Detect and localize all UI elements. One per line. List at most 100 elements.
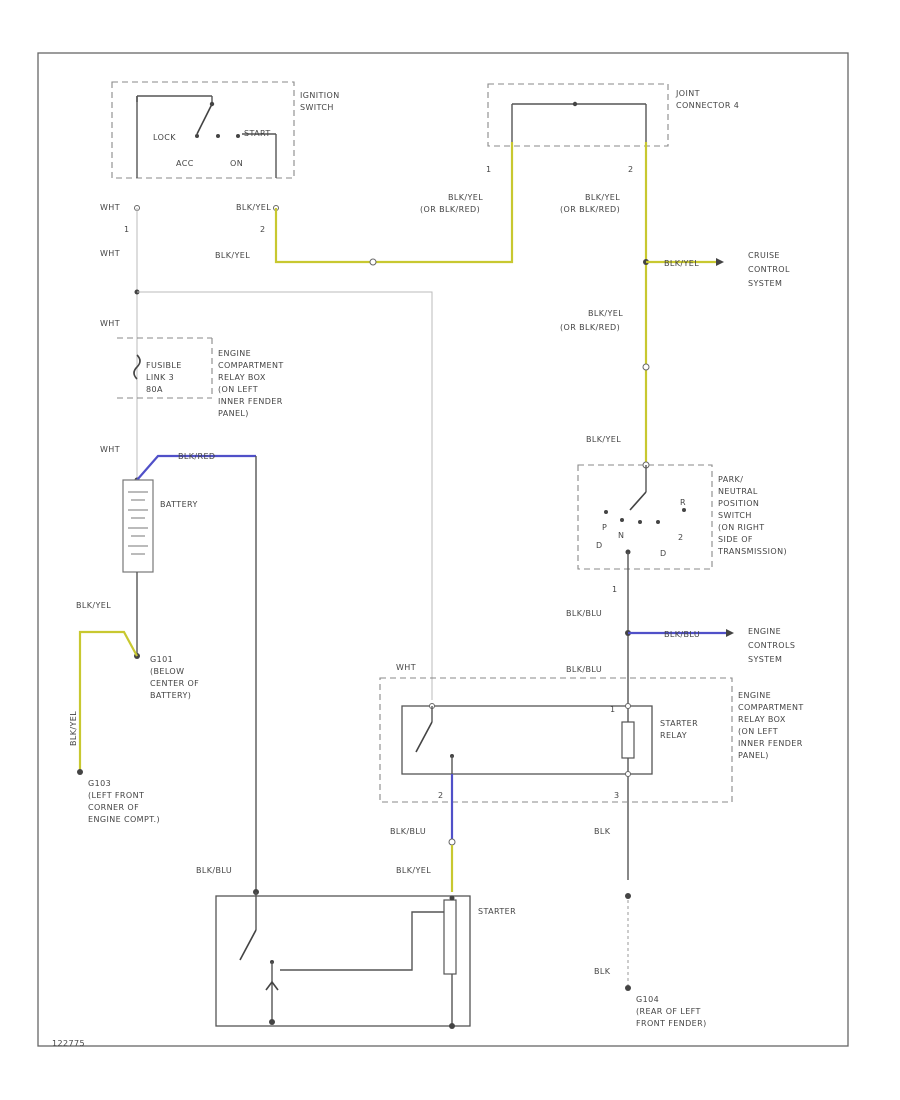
wire-wht-relay [137,291,433,700]
g103-3: CORNER OF [88,803,139,812]
svg-text:RELAY BOX: RELAY BOX [218,373,266,382]
park-neutral-position-switch: P N R D D 2 [577,461,713,570]
ign-on-text: ON [230,159,243,168]
blkyel-mid-b: (OR BLK/RED) [560,323,620,332]
starter-relay: STARTER RELAY 1 [401,703,698,777]
blkyel-pn: BLK/YEL [586,435,621,444]
svg-text:N: N [618,531,624,540]
blkblu-ec: BLK/BLU [664,630,700,639]
pn-pin1: 1 [612,585,618,594]
ig-pin2: 2 [260,225,266,234]
engine-compartment-relay-box: ENGINE COMPARTMENT RELAY BOX (ON LEFT IN… [379,677,804,803]
wire-blkyel-ign-jc [274,142,514,264]
ignition-switch: LOCK START ACC ON IGNITION SWITCH [111,81,340,179]
svg-text:POSITION: POSITION [718,499,759,508]
ign-acc-text: ACC [176,159,194,168]
relay-box-top-label: ENGINE COMPARTMENT RELAY BOX (ON LEFT IN… [218,349,284,418]
starter-relay-2: RELAY [660,731,687,740]
blkblu-starter-in: BLK/BLU [390,827,426,836]
svg-text:NEUTRAL: NEUTRAL [718,487,758,496]
g103-4: ENGINE COMPT.) [88,815,160,824]
ign-start-text: START [244,129,271,138]
ig-blkyel-pin: BLK/YEL [236,203,271,212]
svg-text:(ON LEFT: (ON LEFT [738,727,778,736]
fl-2: LINK 3 [146,373,174,382]
g104-3: FRONT FENDER) [636,1019,707,1028]
fl-1: FUSIBLE [146,361,182,370]
wht1: WHT [100,249,120,258]
svg-text:(ON LEFT: (ON LEFT [218,385,258,394]
g103-2: (LEFT FRONT [88,791,144,800]
wht2: WHT [100,319,120,328]
svg-text:P: P [602,523,607,532]
blkyel-starter: BLK/YEL [396,866,431,875]
ec-1: ENGINE [748,627,781,636]
blkyel-jc2-b: (OR BLK/RED) [560,205,620,214]
battery: BATTERY [122,479,198,573]
g103-1: G103 [88,779,111,788]
ec-3: SYSTEM [748,655,782,664]
blk1: BLK [594,827,611,836]
cruise-1: CRUISE [748,251,780,260]
g104-1: G104 [636,995,659,1004]
starter-label: STARTER [478,907,516,916]
figure-code: 122775 [52,1039,85,1048]
ign-lock-text: LOCK [153,133,176,142]
ec-2: CONTROLS [748,641,795,650]
wht-relay: WHT [396,663,416,672]
fl-3: 80A [146,385,163,394]
svg-text:COMPARTMENT: COMPARTMENT [218,361,284,370]
battery-label: BATTERY [160,500,198,509]
jc-label-1: JOINT [675,89,700,98]
starter-relay-pin: 1 [610,705,616,714]
ign-label-1: IGNITION [300,91,340,100]
blkyel-jc1-b: (OR BLK/RED) [420,205,480,214]
svg-text:R: R [680,498,686,507]
joint-connector-4: JOINT CONNECTOR 4 1 2 [486,83,739,174]
relay-pin2: 2 [438,791,444,800]
blkyel-jc2-a: BLK/YEL [585,193,620,202]
blkblu-left: BLK/BLU [196,866,232,875]
svg-text:COMPARTMENT: COMPARTMENT [738,703,804,712]
svg-text:ENGINE: ENGINE [738,691,771,700]
blkyel-mid-a: BLK/YEL [588,309,623,318]
fusible-link-3: FUSIBLE LINK 3 80A [117,337,213,399]
svg-text:2: 2 [678,533,684,542]
g104-2: (REAR OF LEFT [636,1007,701,1016]
blkyel-bat: BLK/YEL [76,601,111,610]
svg-text:ENGINE: ENGINE [218,349,251,358]
g101-2: (BELOW [150,667,184,676]
g101-3: CENTER OF [150,679,199,688]
svg-text:PANEL): PANEL) [218,409,249,418]
cruise-2: CONTROL [748,265,790,274]
svg-text:RELAY BOX: RELAY BOX [738,715,786,724]
blkyel-jc1-a: BLK/YEL [448,193,483,202]
blkred-bat: BLK/RED [178,452,215,461]
svg-text:PANEL): PANEL) [738,751,769,760]
svg-text:TRANSMISSION): TRANSMISSION) [717,547,787,556]
cruise-3: SYSTEM [748,279,782,288]
wire-blkred-bat [136,454,256,481]
wht3: WHT [100,445,120,454]
jc-pin2: 2 [628,165,634,174]
blkyel-g103: BLK/YEL [69,711,78,746]
blkblu-2: BLK/BLU [566,665,602,674]
svg-text:INNER FENDER: INNER FENDER [738,739,803,748]
diagram-frame [37,52,849,1047]
svg-text:PARK/: PARK/ [718,475,743,484]
svg-text:D: D [660,549,667,558]
jc-pin1: 1 [486,165,492,174]
starter: STARTER [215,889,516,1029]
starter-relay-1: STARTER [660,719,698,728]
ig-wht-pin: WHT [100,203,120,212]
wire-blkyel-g103 [78,630,138,770]
blkblu-1: BLK/BLU [566,609,602,618]
svg-text:SIDE OF: SIDE OF [718,535,753,544]
g101-4: BATTERY) [150,691,191,700]
ign-label-2: SWITCH [300,103,334,112]
blkyel-ig: BLK/YEL [215,251,250,260]
ig-pin1: 1 [124,225,130,234]
g101-1: G101 [150,655,173,664]
svg-text:SWITCH: SWITCH [718,511,752,520]
